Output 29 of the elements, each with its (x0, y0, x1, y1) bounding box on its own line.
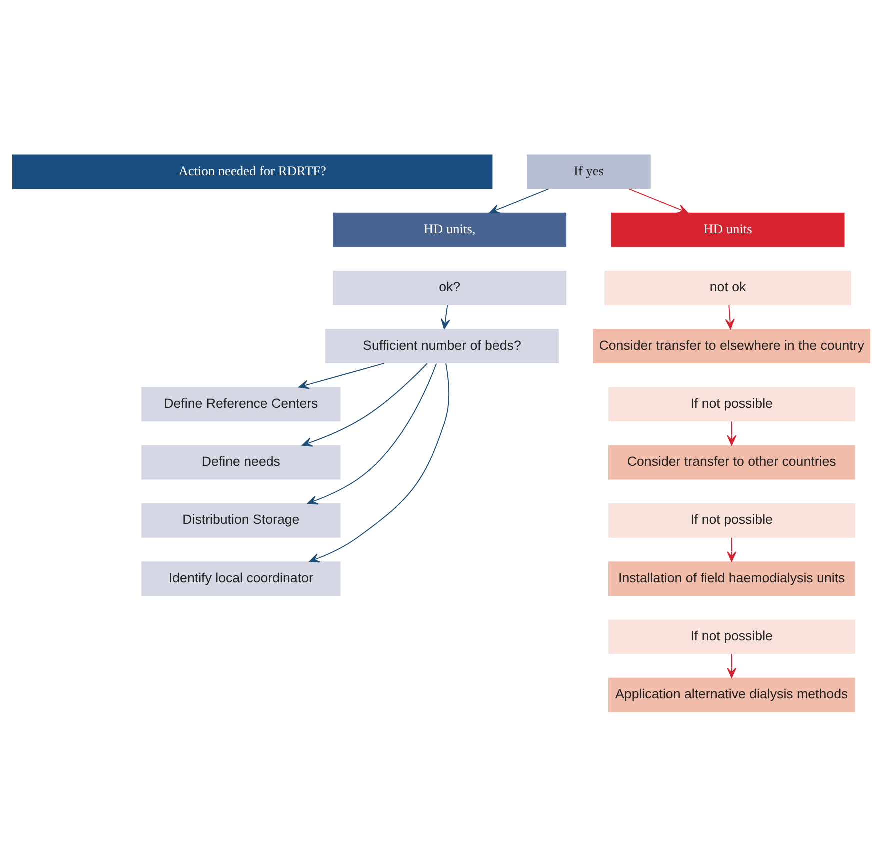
node-box: If not possible (608, 504, 856, 538)
node-box: If not possible (608, 620, 856, 654)
node-box: Define Reference Centers (142, 387, 341, 422)
node-box: If not possible (608, 387, 856, 422)
arrow (298, 363, 385, 390)
arrow (727, 421, 737, 446)
arrow (309, 363, 450, 563)
node-box: Consider transfer to other countries (608, 445, 856, 480)
node-box: Application alternative dialysis methods (608, 678, 856, 712)
arrow (727, 537, 737, 562)
node-box: HD units (611, 212, 845, 248)
arrow (725, 304, 735, 330)
node-box: If yes (527, 154, 651, 190)
node-box: Installation of field haemodialysis units (608, 562, 856, 596)
node-box: Consider transfer to elsewhere in the country (593, 329, 870, 364)
node-box: ok? (333, 271, 567, 306)
node-box: Distribution Storage (142, 504, 341, 538)
arrow (302, 363, 428, 447)
node-box: HD units, (333, 212, 567, 248)
arrow (308, 363, 438, 505)
arrow (628, 188, 688, 214)
arrow (727, 654, 737, 678)
node-box: Identify local coordinator (142, 562, 341, 596)
arrow (441, 304, 450, 330)
node-box: Sufficient number of beds? (326, 329, 559, 364)
node-box: Action needed for RDRTF? (12, 154, 493, 190)
node-box: not ok (604, 271, 852, 306)
node-box: Define needs (142, 445, 341, 480)
arrow (490, 188, 550, 214)
